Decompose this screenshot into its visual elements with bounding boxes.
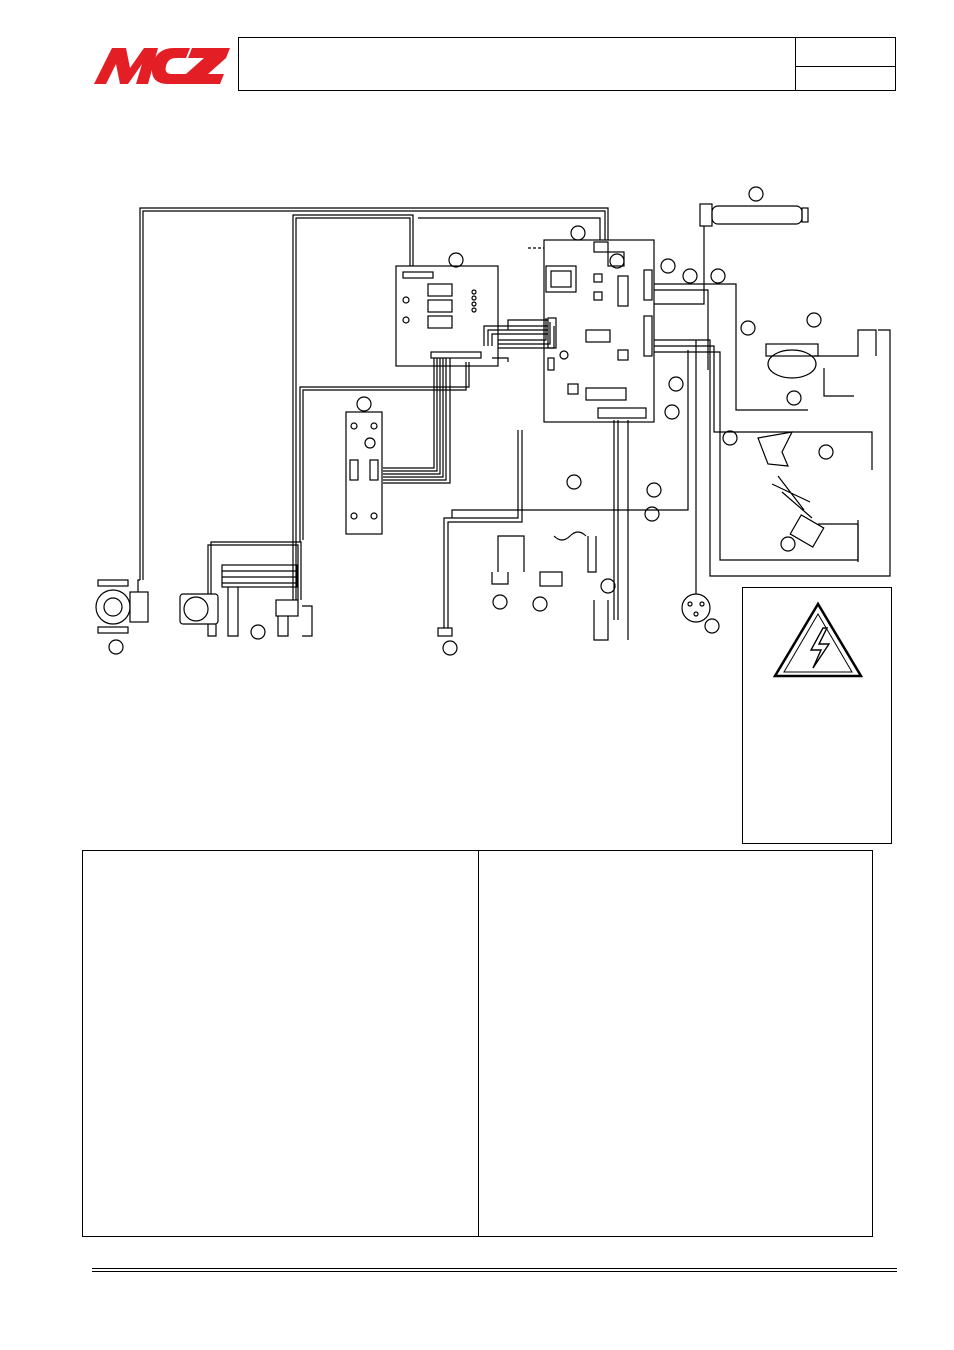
- ignition-resistor-icon: [532, 531, 616, 641]
- auger-motor-icon: [757, 431, 859, 562]
- mcz-logo: [92, 44, 232, 88]
- warning-box: [742, 587, 892, 844]
- smoke-fan-icon: [654, 186, 809, 305]
- header-page-cell-divider: [795, 66, 896, 67]
- high-voltage-warning-icon: [772, 601, 864, 678]
- wiring-diagram: [88, 180, 900, 660]
- fan-motor-icon: [765, 312, 877, 406]
- relay-board-icon: [395, 252, 509, 367]
- logo-mark: [94, 48, 230, 84]
- wire-harness-link: [483, 319, 548, 346]
- header-divider: [795, 37, 796, 91]
- ground-connector-icon: [437, 350, 689, 656]
- power-socket-icon: [681, 340, 720, 634]
- pressure-switch-icon: [275, 599, 313, 637]
- control-panel-icon: [345, 396, 383, 535]
- circulator-pump-icon: [95, 579, 149, 655]
- header-title-box: [238, 37, 896, 91]
- wire-harness-top: [139, 207, 609, 600]
- legend-box: [82, 850, 873, 1237]
- thermostat-icon: [491, 535, 525, 610]
- legend-divider: [478, 850, 479, 1237]
- smoke-probe-icon: [566, 420, 662, 640]
- three-way-valve-icon: [179, 541, 302, 640]
- wire-harness-right: [654, 283, 891, 577]
- footer-rule: [92, 1268, 897, 1272]
- mother-board-icon: [528, 225, 655, 423]
- wire-harness-display: [299, 318, 555, 542]
